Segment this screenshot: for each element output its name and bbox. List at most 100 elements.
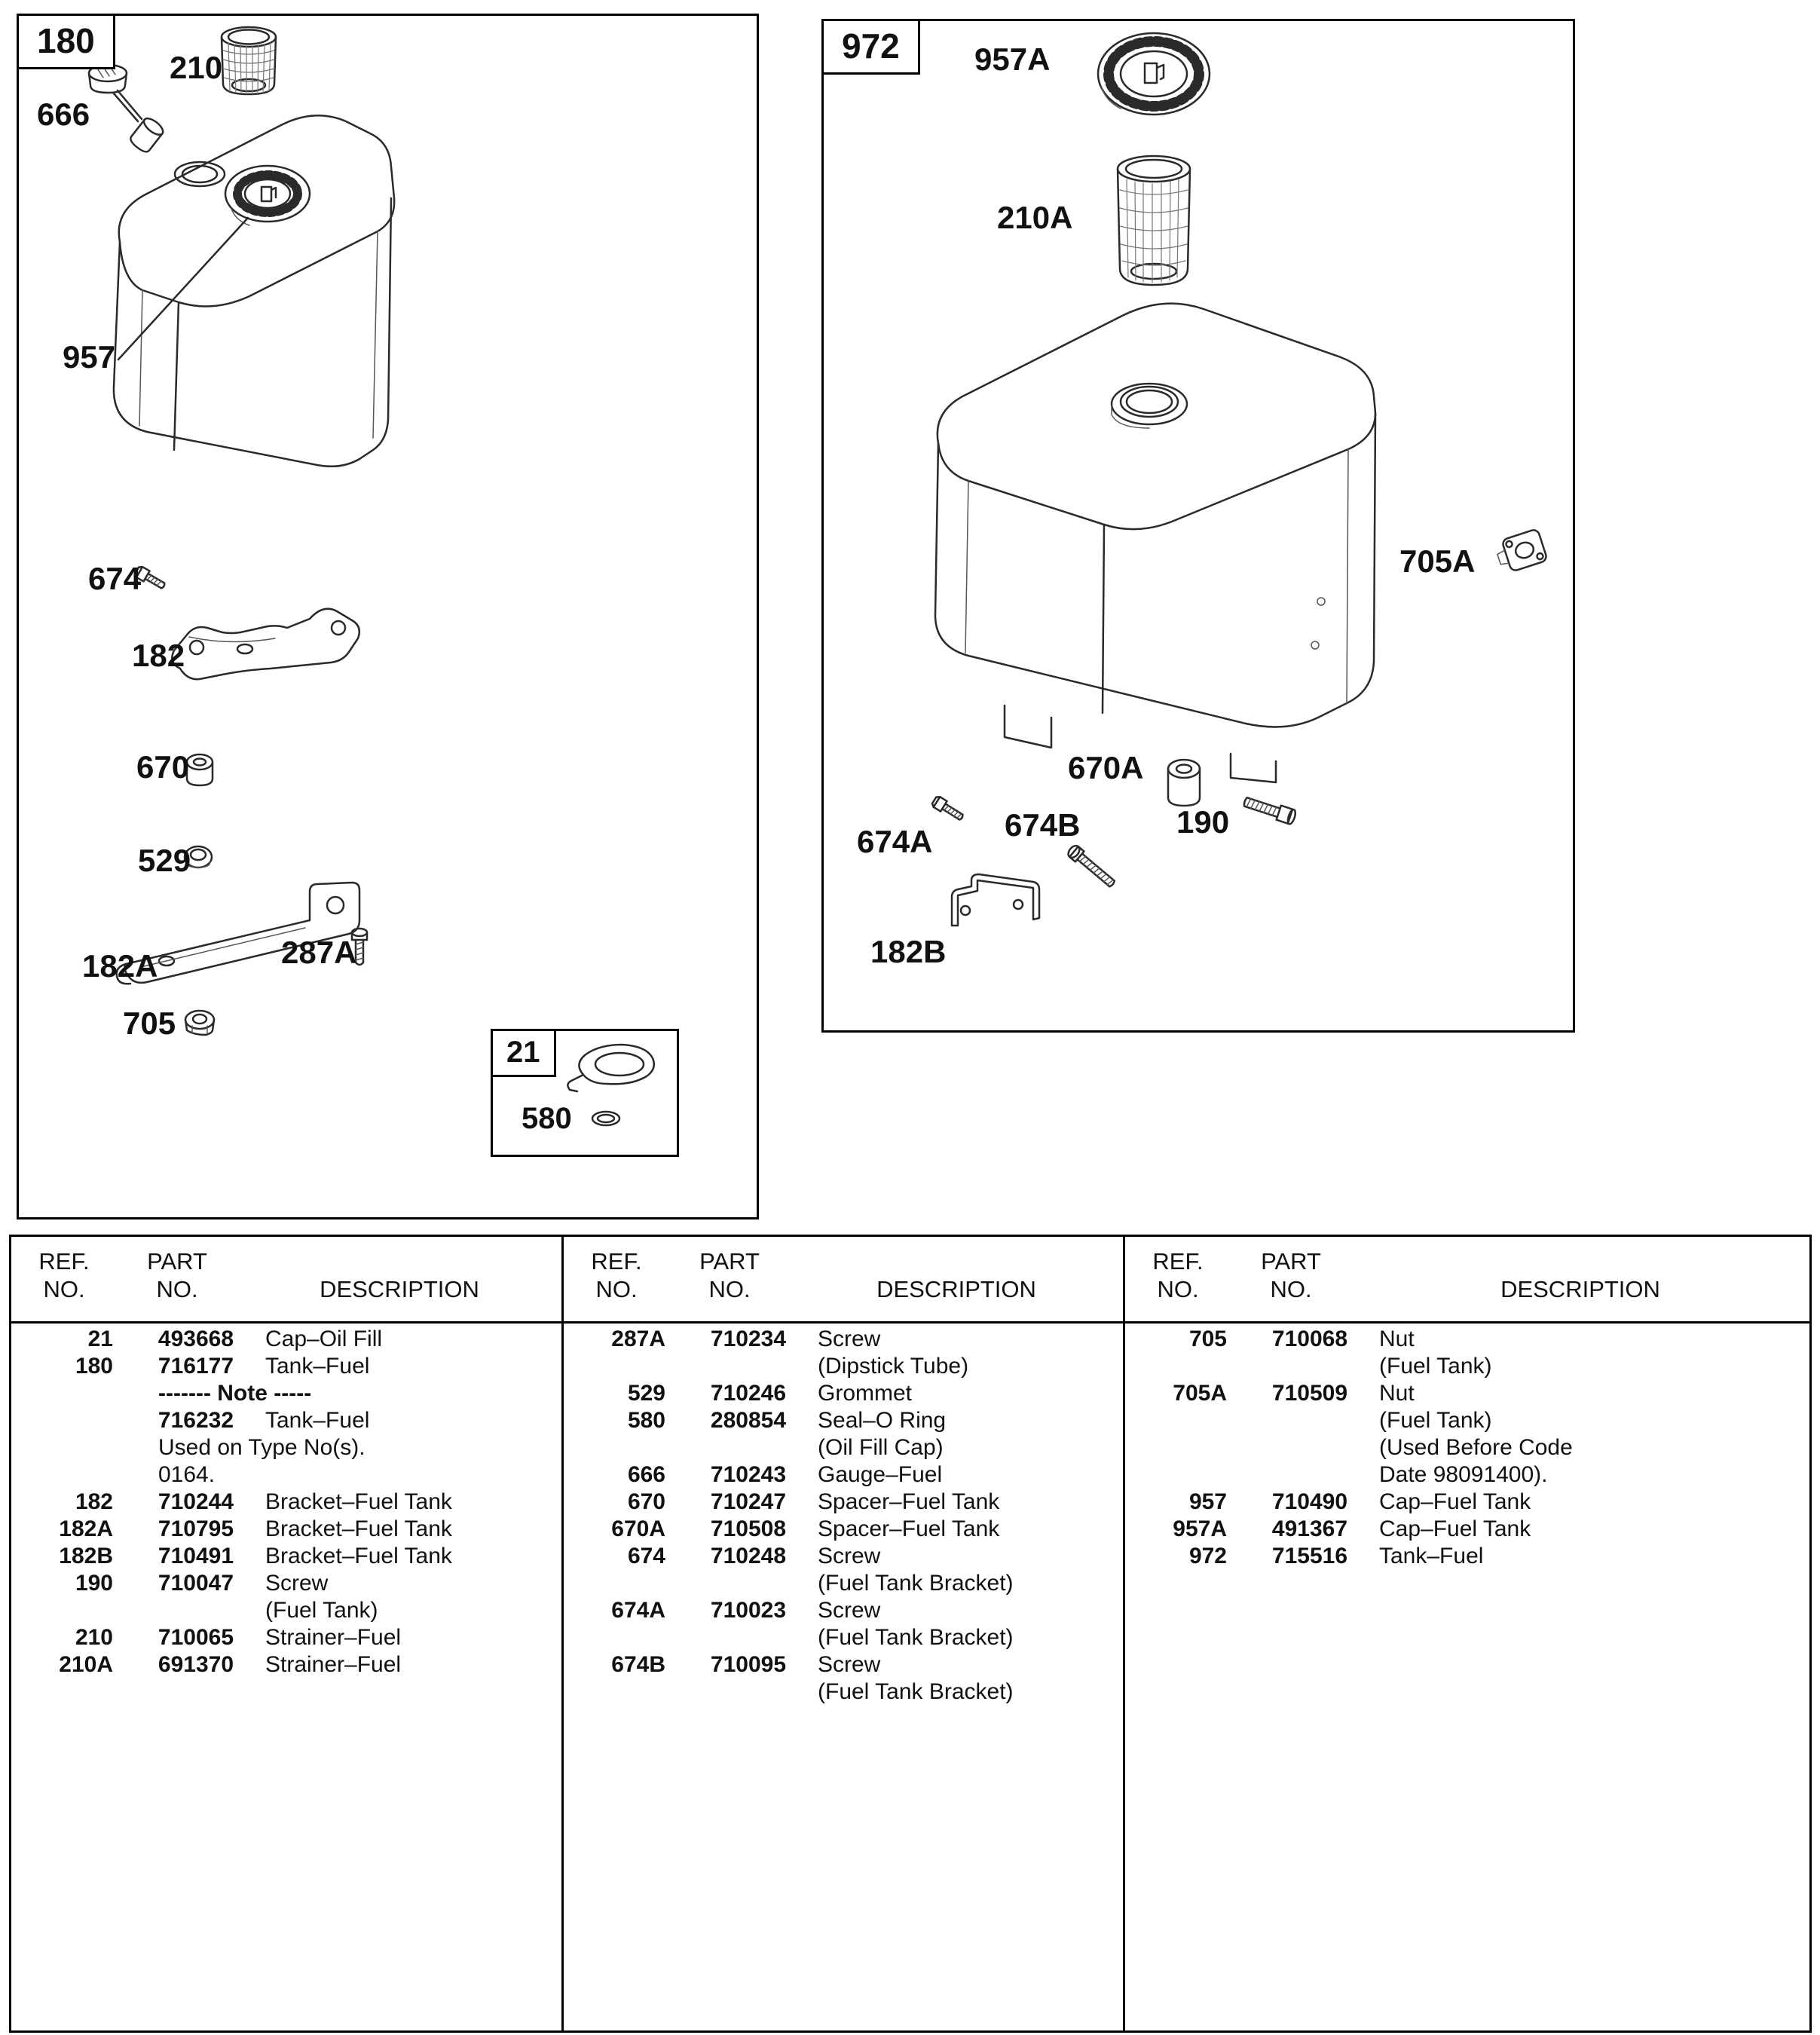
ref-no-cell: 670	[627, 1489, 665, 1514]
ref-no-cell: 210	[75, 1625, 113, 1650]
part-label-674: 674	[88, 561, 142, 596]
bracket-182b-drawing	[950, 873, 1041, 927]
description-line: Cap–Fuel Tank	[1379, 1489, 1531, 1514]
header-part-line2: NO.	[708, 1276, 751, 1302]
fuel-tank-180-drawing	[112, 115, 396, 467]
screw-674b-drawing	[1067, 844, 1116, 888]
description-line: Screw	[818, 1598, 881, 1623]
part-label-210: 210	[170, 50, 223, 85]
description-cell: Strainer–Fuel	[265, 1651, 401, 1678]
part-no-cell: 710243	[710, 1462, 786, 1487]
screw-674a-drawing	[931, 795, 964, 821]
part-label-190: 190	[1176, 804, 1230, 840]
ref-no-cell: 705	[1188, 1327, 1227, 1351]
description-line: Strainer–Fuel	[265, 1625, 402, 1650]
ref-no-cell: 957A	[1173, 1516, 1227, 1541]
part-no-cell: 691370	[158, 1652, 234, 1677]
description-line: Date 98091400).	[1379, 1462, 1548, 1487]
part-no-cell: 710508	[710, 1516, 786, 1541]
nut-705a-drawing	[1497, 529, 1547, 571]
ref-no-cell: 674A	[611, 1598, 665, 1623]
description-cell: Cap–Fuel Tank	[1379, 1489, 1531, 1516]
description-cell: Screw(Fuel Tank Bracket)	[818, 1543, 1014, 1597]
header-ref-line2: NO.	[43, 1276, 85, 1302]
diagram-972-drawing	[931, 32, 1547, 927]
header-part-line2: NO.	[1270, 1276, 1312, 1302]
ref-no-cell: 21	[87, 1327, 113, 1351]
note-text: ------- Note -----	[158, 1381, 312, 1406]
description-line: Spacer–Fuel Tank	[818, 1516, 1000, 1541]
ref-no-cell: 529	[627, 1381, 665, 1406]
description-cell: Bracket–Fuel Tank	[265, 1543, 452, 1570]
grommet-529-drawing	[183, 845, 213, 869]
description-cell: Tank–Fuel	[1379, 1543, 1483, 1570]
description-line: Nut	[1379, 1381, 1415, 1406]
description-cell: Screw(Dipstick Tube)	[818, 1326, 968, 1380]
ref-no-cell: 180	[75, 1354, 113, 1379]
nut-705-drawing	[184, 1009, 216, 1036]
ref-no-cell: 182	[75, 1489, 113, 1514]
diagram-box-972: 972	[821, 19, 1575, 1033]
part-no-cell: 491367	[1271, 1516, 1347, 1541]
description-line: Bracket–Fuel Tank	[265, 1544, 452, 1568]
part-no-cell: 710234	[710, 1327, 786, 1351]
part-label-957: 957	[63, 339, 116, 375]
part-no-cell: 710248	[710, 1544, 786, 1568]
description-line: Bracket–Fuel Tank	[265, 1516, 452, 1541]
part-label-182: 182	[132, 638, 185, 673]
note-text: 0164.	[158, 1462, 216, 1487]
description-cell: Spacer–Fuel Tank	[818, 1489, 999, 1516]
part-label-705: 705	[123, 1005, 176, 1041]
screw-190-drawing	[1243, 797, 1297, 825]
oil-fill-cap-21-drawing	[567, 1043, 655, 1093]
description-cell: Tank–Fuel	[265, 1353, 369, 1380]
diagram-box-972-label: 972	[824, 21, 920, 75]
fuel-gauge-666-drawing	[87, 63, 164, 153]
inset-21-drawing	[567, 1043, 655, 1127]
part-no-cell: 710023	[710, 1598, 786, 1623]
table-row: 0164.	[11, 1461, 561, 1489]
screw-287a-drawing	[350, 927, 369, 966]
description-line: Cap–Fuel Tank	[1379, 1516, 1531, 1541]
o-ring-580-drawing	[591, 1110, 621, 1127]
spacer-670a-drawing	[1167, 758, 1201, 807]
description-line: (Fuel Tank Bracket)	[818, 1571, 1014, 1596]
bracket-182a-drawing	[115, 881, 361, 985]
header-ref-line1: REF.	[38, 1248, 90, 1275]
part-label-666: 666	[37, 96, 90, 132]
description-line: Tank–Fuel	[265, 1354, 370, 1379]
header-part-no: PART NO.	[669, 1244, 790, 1303]
ref-no-cell: 705A	[1173, 1381, 1227, 1406]
strainer-210a-drawing	[1116, 155, 1191, 286]
description-cell: Cap–Fuel Tank	[1379, 1516, 1531, 1543]
description-line: (Used Before Code	[1379, 1435, 1573, 1460]
table-row: Used on Type No(s).	[11, 1434, 561, 1461]
ref-no-cell: 580	[627, 1408, 665, 1433]
screw-674-drawing	[133, 565, 166, 589]
part-no-cell: 710068	[1271, 1327, 1347, 1351]
description-cell: Bracket–Fuel Tank	[265, 1516, 452, 1543]
part-no-cell: 710490	[1271, 1489, 1347, 1514]
part-label-210a: 210A	[997, 200, 1073, 235]
header-part-line1: PART	[147, 1248, 207, 1275]
part-no-cell: 710795	[158, 1516, 234, 1541]
header-ref-no: REF. NO.	[11, 1244, 117, 1303]
fuel-tank-972-drawing	[934, 302, 1377, 784]
description-line: Nut	[1379, 1327, 1415, 1351]
description-line: (Fuel Tank)	[1379, 1354, 1492, 1379]
description-cell: Bracket–Fuel Tank	[265, 1489, 452, 1516]
